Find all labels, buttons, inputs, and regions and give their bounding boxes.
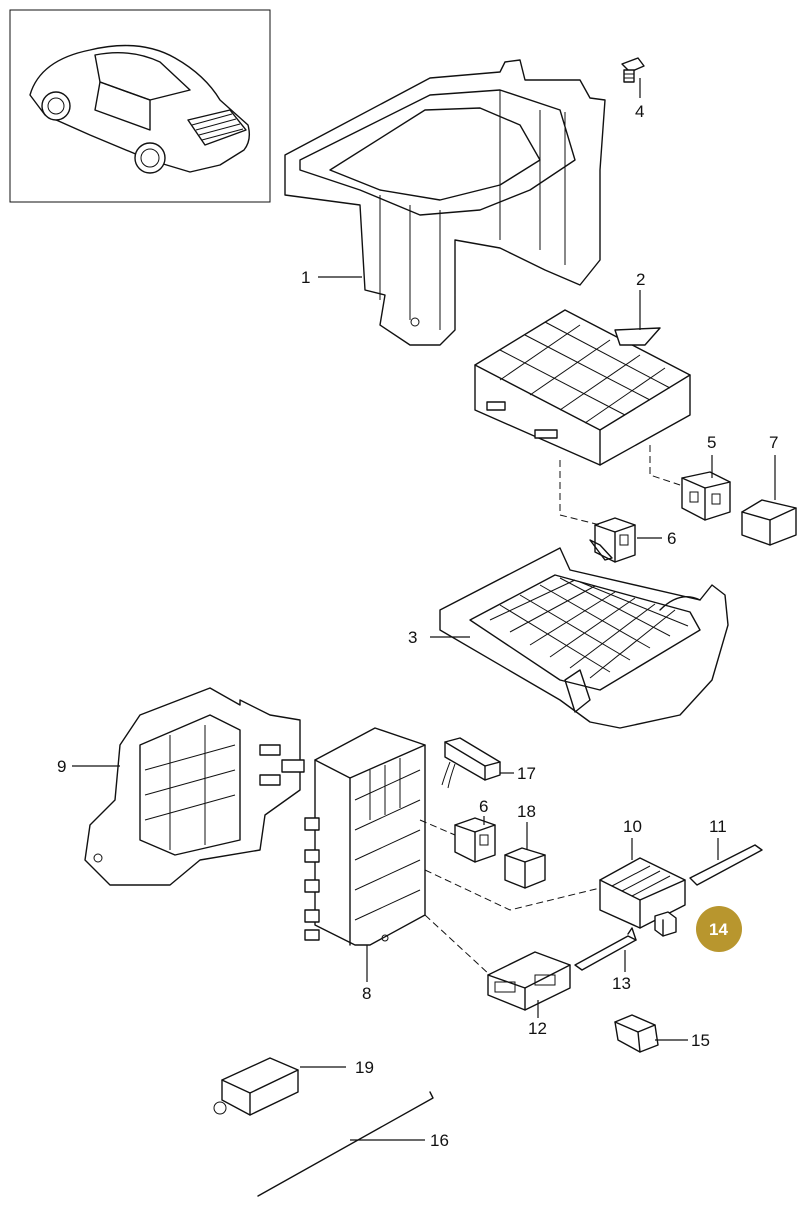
part-18-relay [504,847,546,889]
label-part-5: 5 [707,433,716,452]
part-17-connector [441,737,501,789]
label-part-11: 11 [709,817,727,836]
part-7-relay [741,499,797,546]
label-part-13: 13 [612,974,631,993]
part-11-locking-bar [689,844,763,886]
part-5-relay-socket [681,471,731,521]
label-part-2: 2 [636,270,645,289]
label-part-3: 3 [408,628,417,647]
part-4-screw-icon [621,57,645,83]
label-part-6a: 6 [667,529,676,548]
part-3-lower-cover [439,547,729,729]
label-part-17: 17 [517,764,536,783]
part-1-upper-housing [284,59,606,346]
car-illustration-icon [29,44,251,174]
label-part-19: 19 [355,1058,374,1077]
label-part-16: 16 [430,1131,449,1150]
label-part-8: 8 [362,984,371,1003]
part-16-rod [257,1091,434,1197]
label-part-12: 12 [528,1019,547,1038]
label-part-18: 18 [517,802,536,821]
leader-lines [72,78,776,1141]
part-10-connector-housing [599,857,686,929]
part-15-plug [614,1014,659,1053]
part-9-bracket [84,687,305,886]
part-2-relay-carrier [474,309,691,466]
label-part-9: 9 [57,757,66,776]
label-part-1: 1 [301,268,310,287]
part-8-fuse-box [304,727,426,946]
label-part-7: 7 [769,433,778,452]
part-13-locking-bar [574,927,637,971]
part-14-clip [654,911,677,937]
label-part-6b: 6 [479,797,488,816]
part-6-connector-b [454,817,496,863]
label-part-14: 14 [709,920,728,939]
part-6-connector-a [589,517,636,563]
car-inset [9,9,271,203]
part-12-fuse-holder [487,951,571,1011]
highlight-badge [696,906,742,952]
label-part-10: 10 [623,817,642,836]
assembly-lines [419,445,681,976]
label-part-4: 4 [635,102,644,121]
part-number-labels: 1 2 3 4 5 6 7 8 9 10 11 12 13 14 15 16 1… [57,102,778,1150]
part-19-connector [213,1057,299,1116]
label-part-15: 15 [691,1031,710,1050]
